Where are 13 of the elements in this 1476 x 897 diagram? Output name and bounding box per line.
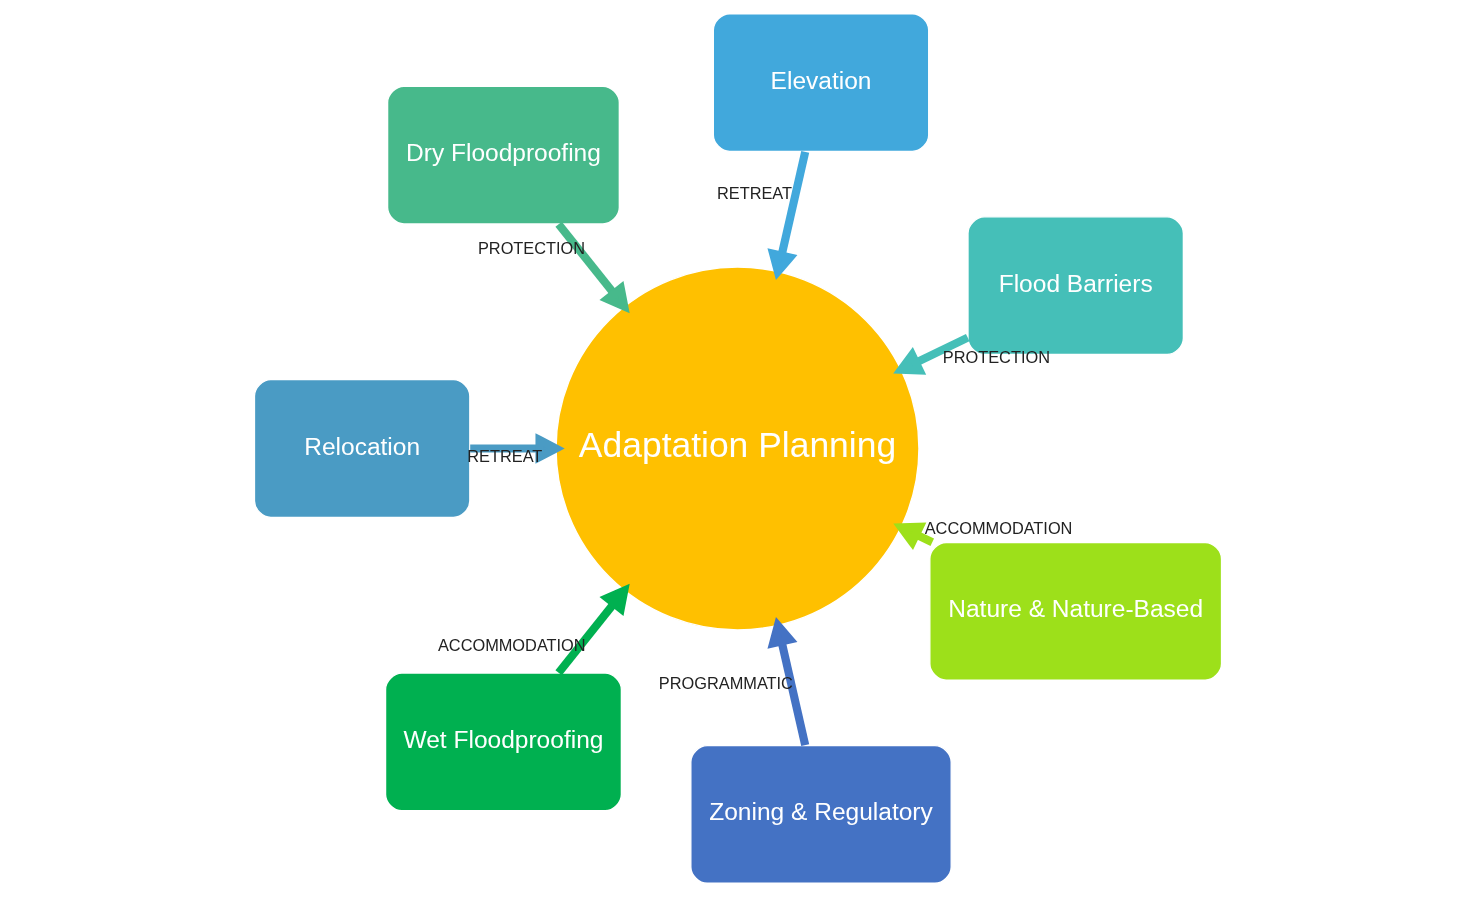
- arrow: [767, 150, 810, 281]
- edge-label: RETREAT: [716, 184, 793, 203]
- node-box: Zoning & Regulatory: [690, 744, 952, 884]
- arrow: [893, 333, 970, 375]
- node-box: Elevation: [712, 13, 930, 153]
- arrow: [767, 616, 810, 747]
- node-box: Wet Floodproofing: [384, 672, 623, 812]
- node-box: Dry Floodproofing: [386, 85, 621, 225]
- arrow: [555, 583, 630, 676]
- arrow: [555, 221, 630, 314]
- edge-label: ACCOMMODATION: [924, 518, 1073, 537]
- node-box: Nature & Nature-Based: [929, 541, 1223, 681]
- node-circle: Adaptation Planning: [555, 266, 920, 631]
